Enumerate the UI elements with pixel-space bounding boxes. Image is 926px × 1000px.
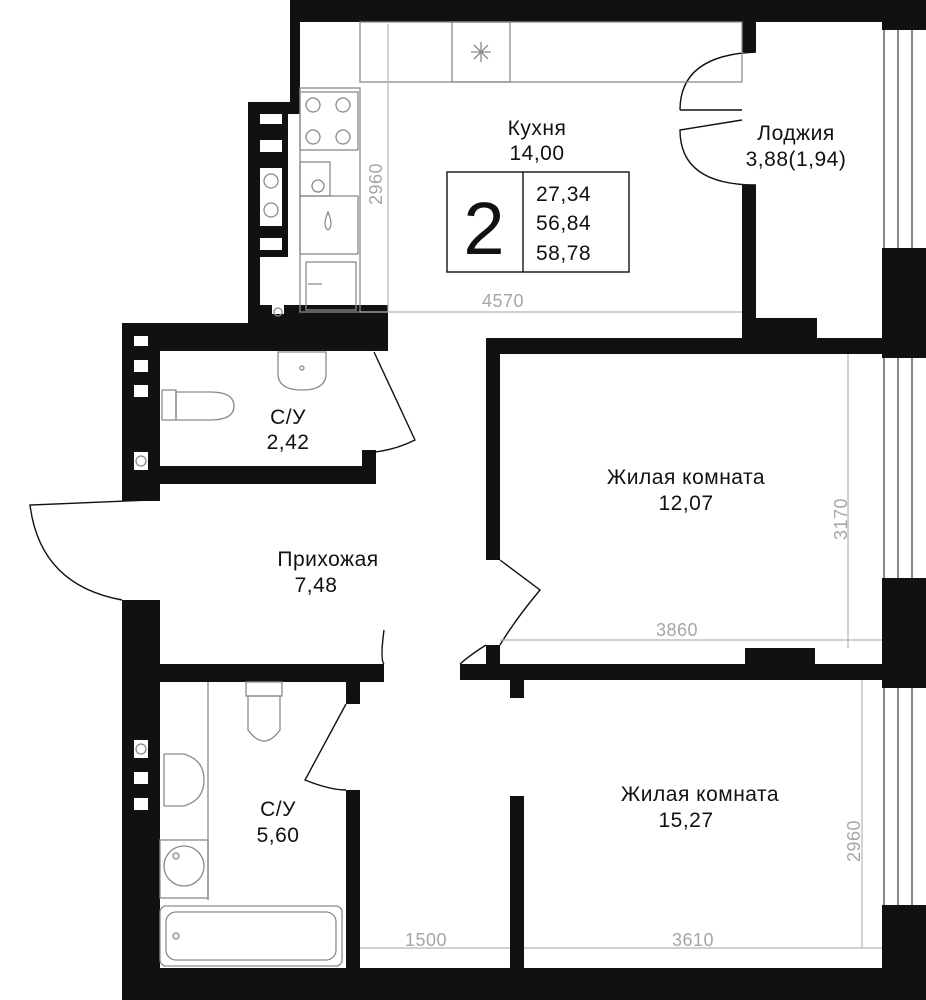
door-hall[interactable] — [381, 629, 385, 665]
wall-segment — [362, 450, 376, 484]
total-area-with-loggia: 58,78 — [536, 242, 591, 265]
drop-icon — [324, 210, 332, 231]
fridge — [305, 261, 357, 311]
wall-bath-small-top — [150, 323, 388, 351]
vent-circles — [135, 173, 283, 755]
wall-living1-top — [486, 338, 884, 354]
doors — [29, 51, 757, 791]
burner-icon — [335, 97, 351, 113]
toilet-icon — [175, 391, 235, 421]
burner-icon — [305, 97, 321, 113]
total-area: 56,84 — [536, 212, 591, 235]
wall-kitchen-left — [290, 0, 300, 110]
wall-segment — [742, 22, 756, 52]
wall-bath-small-bottom — [150, 466, 376, 484]
washing-machine — [159, 839, 209, 899]
rooms-count: 2 — [463, 187, 504, 270]
living2-area: 15,27 — [658, 809, 713, 832]
toilet-tank — [245, 681, 283, 697]
walls — [122, 0, 926, 1000]
door-entrance[interactable] — [29, 499, 151, 601]
hood — [451, 21, 511, 83]
wall-bottom — [122, 968, 926, 1000]
bath-small-area: 2,42 — [267, 431, 310, 454]
kitchen-upper-cabinets — [359, 21, 743, 83]
bath-large-name: С/У — [260, 798, 296, 821]
wall-bath-large-top — [150, 664, 384, 682]
bathtub — [159, 905, 343, 967]
windows — [883, 30, 913, 905]
wall-segment — [882, 0, 926, 30]
burner-icon — [305, 129, 321, 145]
burner-icon — [335, 129, 351, 145]
door-bath-large[interactable] — [304, 703, 347, 791]
stove — [299, 91, 359, 151]
wall-segment — [882, 578, 926, 688]
oven-knob-icon — [311, 179, 325, 193]
wall-segment — [346, 678, 360, 704]
living-area: 27,34 — [536, 183, 591, 206]
living2-name: Жилая комната — [621, 783, 779, 806]
wall-segment — [882, 248, 926, 358]
wall-living-divider — [460, 664, 884, 680]
door-bath-small[interactable] — [373, 351, 416, 453]
wall-segment — [742, 318, 817, 340]
kitchen-area: 14,00 — [509, 142, 564, 165]
wall-segment — [486, 645, 500, 670]
wall-segment — [745, 648, 815, 668]
toilet-icon — [247, 695, 281, 742]
door-loggia-top[interactable] — [679, 51, 757, 111]
bath-small-name: С/У — [270, 406, 306, 429]
wall-top — [290, 0, 926, 22]
dim-kitchen-width: 4570 — [482, 291, 524, 311]
wall-cutouts — [134, 114, 284, 810]
loggia-area: 3,88(1,94) — [746, 148, 847, 171]
dim-corridor-width: 1500 — [405, 930, 447, 950]
sink-icon — [163, 753, 205, 807]
dim-living1-height: 3170 — [831, 498, 851, 540]
door-living1[interactable] — [499, 559, 542, 646]
hallway-area: 7,48 — [295, 574, 338, 597]
wall-corridor-right — [510, 796, 524, 1000]
apartment-badge: 2 27,34 56,84 58,78 — [446, 171, 630, 273]
door-loggia-bottom[interactable] — [679, 119, 757, 186]
dim-living2-height: 2960 — [844, 820, 864, 862]
hood-icon — [471, 42, 491, 62]
kitchen-counter — [299, 87, 361, 313]
door-hall-2[interactable] — [459, 644, 487, 665]
wall-segment — [510, 678, 524, 698]
kitchen-name: Кухня — [508, 117, 567, 140]
dimension-lines — [360, 24, 882, 949]
drum-icon — [163, 845, 205, 887]
sink-icon — [277, 351, 327, 391]
dim-living2-width: 3610 — [672, 930, 714, 950]
wall-kitchen-right — [742, 185, 756, 340]
wall-living1-left — [486, 338, 500, 560]
bath-large-area: 5,60 — [257, 824, 300, 847]
dim-living1-width: 3860 — [656, 620, 698, 640]
bath-large-fixtures — [159, 681, 343, 967]
sink-cabinet — [299, 195, 359, 255]
dim-kitchen-height: 2960 — [366, 163, 386, 205]
living1-name: Жилая комната — [607, 466, 765, 489]
hallway-name: Прихожая — [277, 548, 378, 571]
loggia-name: Лоджия — [757, 122, 834, 145]
wall-bath-large-right — [346, 790, 360, 1000]
kitchen-fixtures — [299, 21, 743, 313]
living1-area: 12,07 — [658, 492, 713, 515]
bath-small-fixtures — [161, 351, 327, 421]
toilet-tank — [161, 389, 177, 421]
